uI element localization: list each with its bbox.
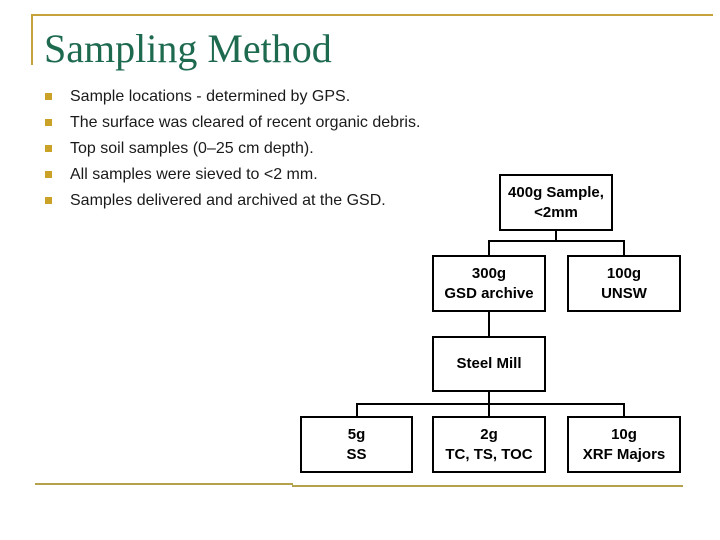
bullet-item: The surface was cleared of recent organi…: [45, 110, 525, 136]
flowchart-connector: [623, 242, 625, 255]
node-text: 2g: [480, 425, 498, 443]
square-bullet-icon: [45, 197, 52, 204]
title-border-top-line: [31, 14, 713, 16]
square-bullet-icon: [45, 171, 52, 178]
bullet-item: Sample locations - determined by GPS.: [45, 84, 525, 110]
flowchart-connector: [488, 311, 490, 336]
node-text: XRF Majors: [582, 445, 666, 463]
flowchart-connector: [555, 230, 557, 242]
footer-divider-left: [35, 483, 293, 485]
flowchart-node-5g-ss: 5g SS: [300, 416, 413, 473]
bullet-item: All samples were sieved to <2 mm.: [45, 162, 525, 188]
node-text: 5g: [347, 425, 366, 443]
bullet-text: The surface was cleared of recent organi…: [70, 114, 421, 131]
bullet-list: Sample locations - determined by GPS. Th…: [45, 84, 525, 214]
node-text: 400g Sample,: [508, 183, 604, 201]
bullet-text: All samples were sieved to <2 mm.: [70, 166, 318, 183]
title-border-left-line: [31, 14, 33, 65]
flowchart-connector: [356, 405, 358, 416]
flowchart-node-100g-unsw: 100g UNSW: [567, 255, 681, 312]
flowchart-connector: [488, 240, 625, 242]
flowchart-node-steel-mill: Steel Mill: [432, 336, 546, 392]
node-text: 100g: [606, 264, 642, 282]
flowchart-node-400g-sample: 400g Sample, <2mm: [499, 174, 613, 231]
flowchart-node-300g-gsd-archive: 300g GSD archive: [432, 255, 546, 312]
node-text: GSD archive: [444, 284, 534, 302]
square-bullet-icon: [45, 93, 52, 100]
flowchart-node-2g-tc-ts-toc: 2g TC, TS, TOC: [432, 416, 546, 473]
node-text: 10g: [611, 425, 637, 443]
flowchart-connector: [356, 403, 625, 405]
square-bullet-icon: [45, 119, 52, 126]
node-text: SS: [346, 445, 367, 463]
flowchart-connector: [488, 242, 490, 255]
bullet-text: Sample locations - determined by GPS.: [70, 88, 351, 105]
bullet-item: Samples delivered and archived at the GS…: [45, 188, 525, 214]
bullet-item: Top soil samples (0–25 cm depth).: [45, 136, 525, 162]
node-text: <2mm: [534, 203, 578, 221]
square-bullet-icon: [45, 145, 52, 152]
bullet-text: Top soil samples (0–25 cm depth).: [70, 140, 314, 157]
node-text: Steel Mill: [456, 355, 522, 372]
node-text: TC, TS, TOC: [445, 445, 533, 463]
flowchart-connector: [488, 405, 490, 416]
bullet-text: Samples delivered and archived at the GS…: [70, 192, 386, 209]
footer-divider-right: [292, 485, 683, 487]
node-text: UNSW: [601, 284, 647, 302]
node-text: 300g: [471, 264, 507, 282]
flowchart-connector: [488, 391, 490, 404]
flowchart-connector: [623, 405, 625, 416]
page-title: Sampling Method: [44, 26, 332, 71]
flowchart-node-10g-xrf-majors: 10g XRF Majors: [567, 416, 681, 473]
